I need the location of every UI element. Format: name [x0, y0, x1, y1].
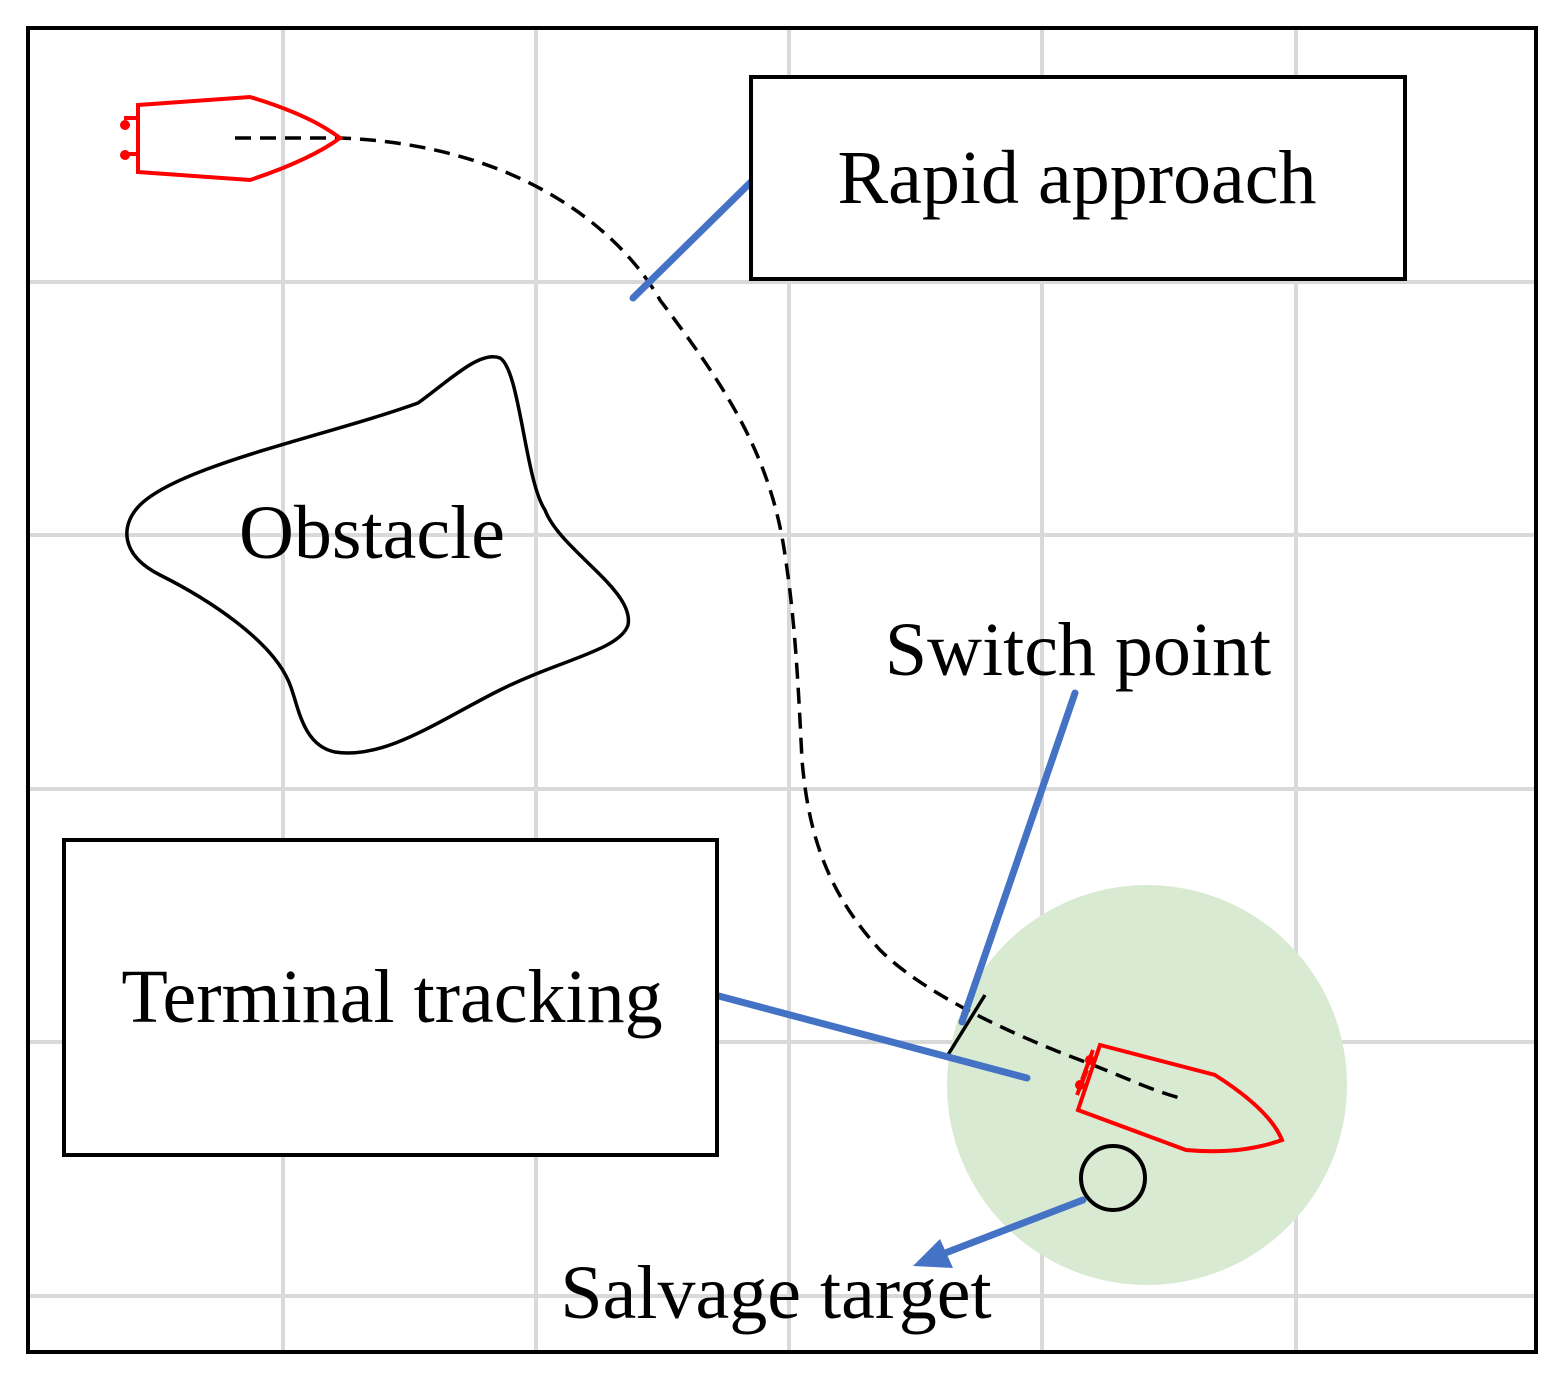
- obstacle-shape: [125, 354, 630, 755]
- boat-icon: [1075, 1042, 1285, 1154]
- outer-frame: [26, 26, 1538, 1354]
- rapid-approach-box: [749, 75, 1407, 281]
- capture-zone: [947, 885, 1347, 1285]
- terminal-tracking-box: [62, 838, 719, 1157]
- switch-point-label: Switch point: [885, 608, 1271, 692]
- leader-switch-point: [958, 689, 1079, 1026]
- obstacle-label: Obstacle: [239, 491, 505, 575]
- leader-salvage-target: [936, 1196, 1087, 1259]
- leader-lines: [629, 176, 1087, 1259]
- switch-point-marker: [944, 994, 987, 1059]
- boat-icon: [120, 94, 344, 183]
- vessel-path: [235, 136, 1181, 1100]
- leader-rapid-approach: [629, 176, 757, 302]
- terminal-tracking-label: Terminal tracking: [121, 955, 662, 1039]
- rapid-approach-label: Rapid approach: [837, 136, 1316, 220]
- salvage-arrowhead: [913, 1239, 953, 1268]
- leader-terminal-tracking: [711, 991, 1031, 1082]
- circle-target-icon: [1079, 1144, 1147, 1212]
- salvage-target-label: Salvage target: [560, 1251, 991, 1335]
